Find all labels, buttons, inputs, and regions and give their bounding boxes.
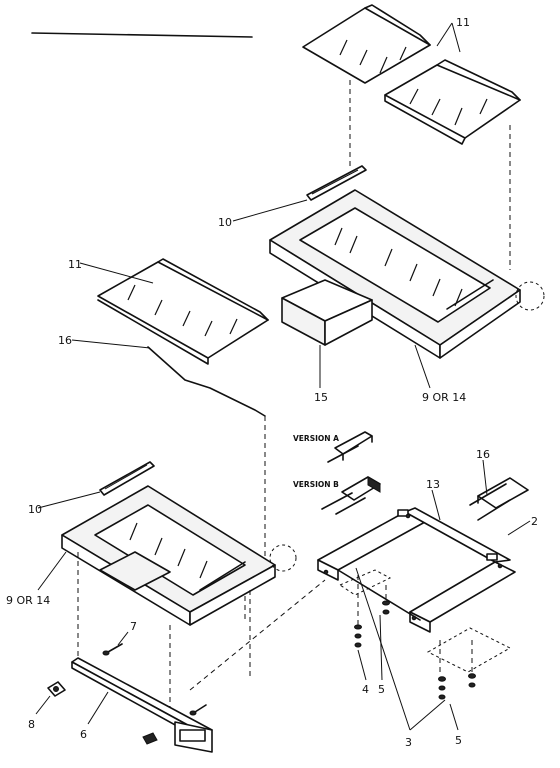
callout-5a: 5 <box>378 683 385 696</box>
callout-9-top: 9 OR 14 <box>422 391 466 404</box>
callout-4: 4 <box>362 683 369 696</box>
version-a-label: VERSION A <box>293 434 339 443</box>
shelf-rail-top <box>306 165 367 201</box>
screw-stack-5a <box>382 585 390 615</box>
callout-9-bottom: 9 OR 14 <box>6 594 50 607</box>
callout-5b: 5 <box>455 734 462 747</box>
version-a-bracket <box>327 431 373 463</box>
callout-7: 7 <box>130 620 137 633</box>
screw-stack-4 <box>354 575 362 648</box>
screw-stack-5b <box>468 640 476 688</box>
callout-13: 13 <box>426 478 440 491</box>
retainer-rod <box>147 346 266 417</box>
mount-shadow-right <box>426 627 512 673</box>
callout-2: 2 <box>531 515 538 528</box>
mount-shadow-left <box>338 569 392 596</box>
shelf-panel-top-left <box>302 4 431 84</box>
callout-6: 6 <box>80 728 87 741</box>
callout-11-top: 11 <box>456 16 470 29</box>
trim-clip <box>142 732 158 745</box>
version-b-bracket <box>321 476 381 515</box>
clip-8 <box>47 681 66 697</box>
screw-7 <box>102 643 123 656</box>
screw-stack-3 <box>438 640 446 700</box>
rod-detail-right <box>469 477 529 521</box>
shelf-rail-bottom <box>99 461 155 496</box>
front-trim <box>71 657 213 753</box>
callout-10-top: 10 <box>218 216 232 229</box>
humidity-slide <box>281 279 373 346</box>
callout-11-mid: 11 <box>68 258 82 271</box>
callout-15: 15 <box>314 391 328 404</box>
callout-16-right: 16 <box>476 448 490 461</box>
callout-8: 8 <box>28 718 35 731</box>
callout-10-bottom: 10 <box>28 503 42 516</box>
version-b-label: VERSION B <box>293 480 339 489</box>
callout-3: 3 <box>405 736 412 749</box>
top-shelf-frame <box>269 189 545 359</box>
shelf-panel-top-right <box>384 59 521 145</box>
shelf-panel-middle <box>97 258 269 365</box>
callout-16: 16 <box>58 334 72 347</box>
screw-7b <box>189 704 207 716</box>
header-rule <box>31 32 253 38</box>
bottom-shelf-frame <box>61 485 297 626</box>
mounting-bracket-frame <box>317 507 516 633</box>
